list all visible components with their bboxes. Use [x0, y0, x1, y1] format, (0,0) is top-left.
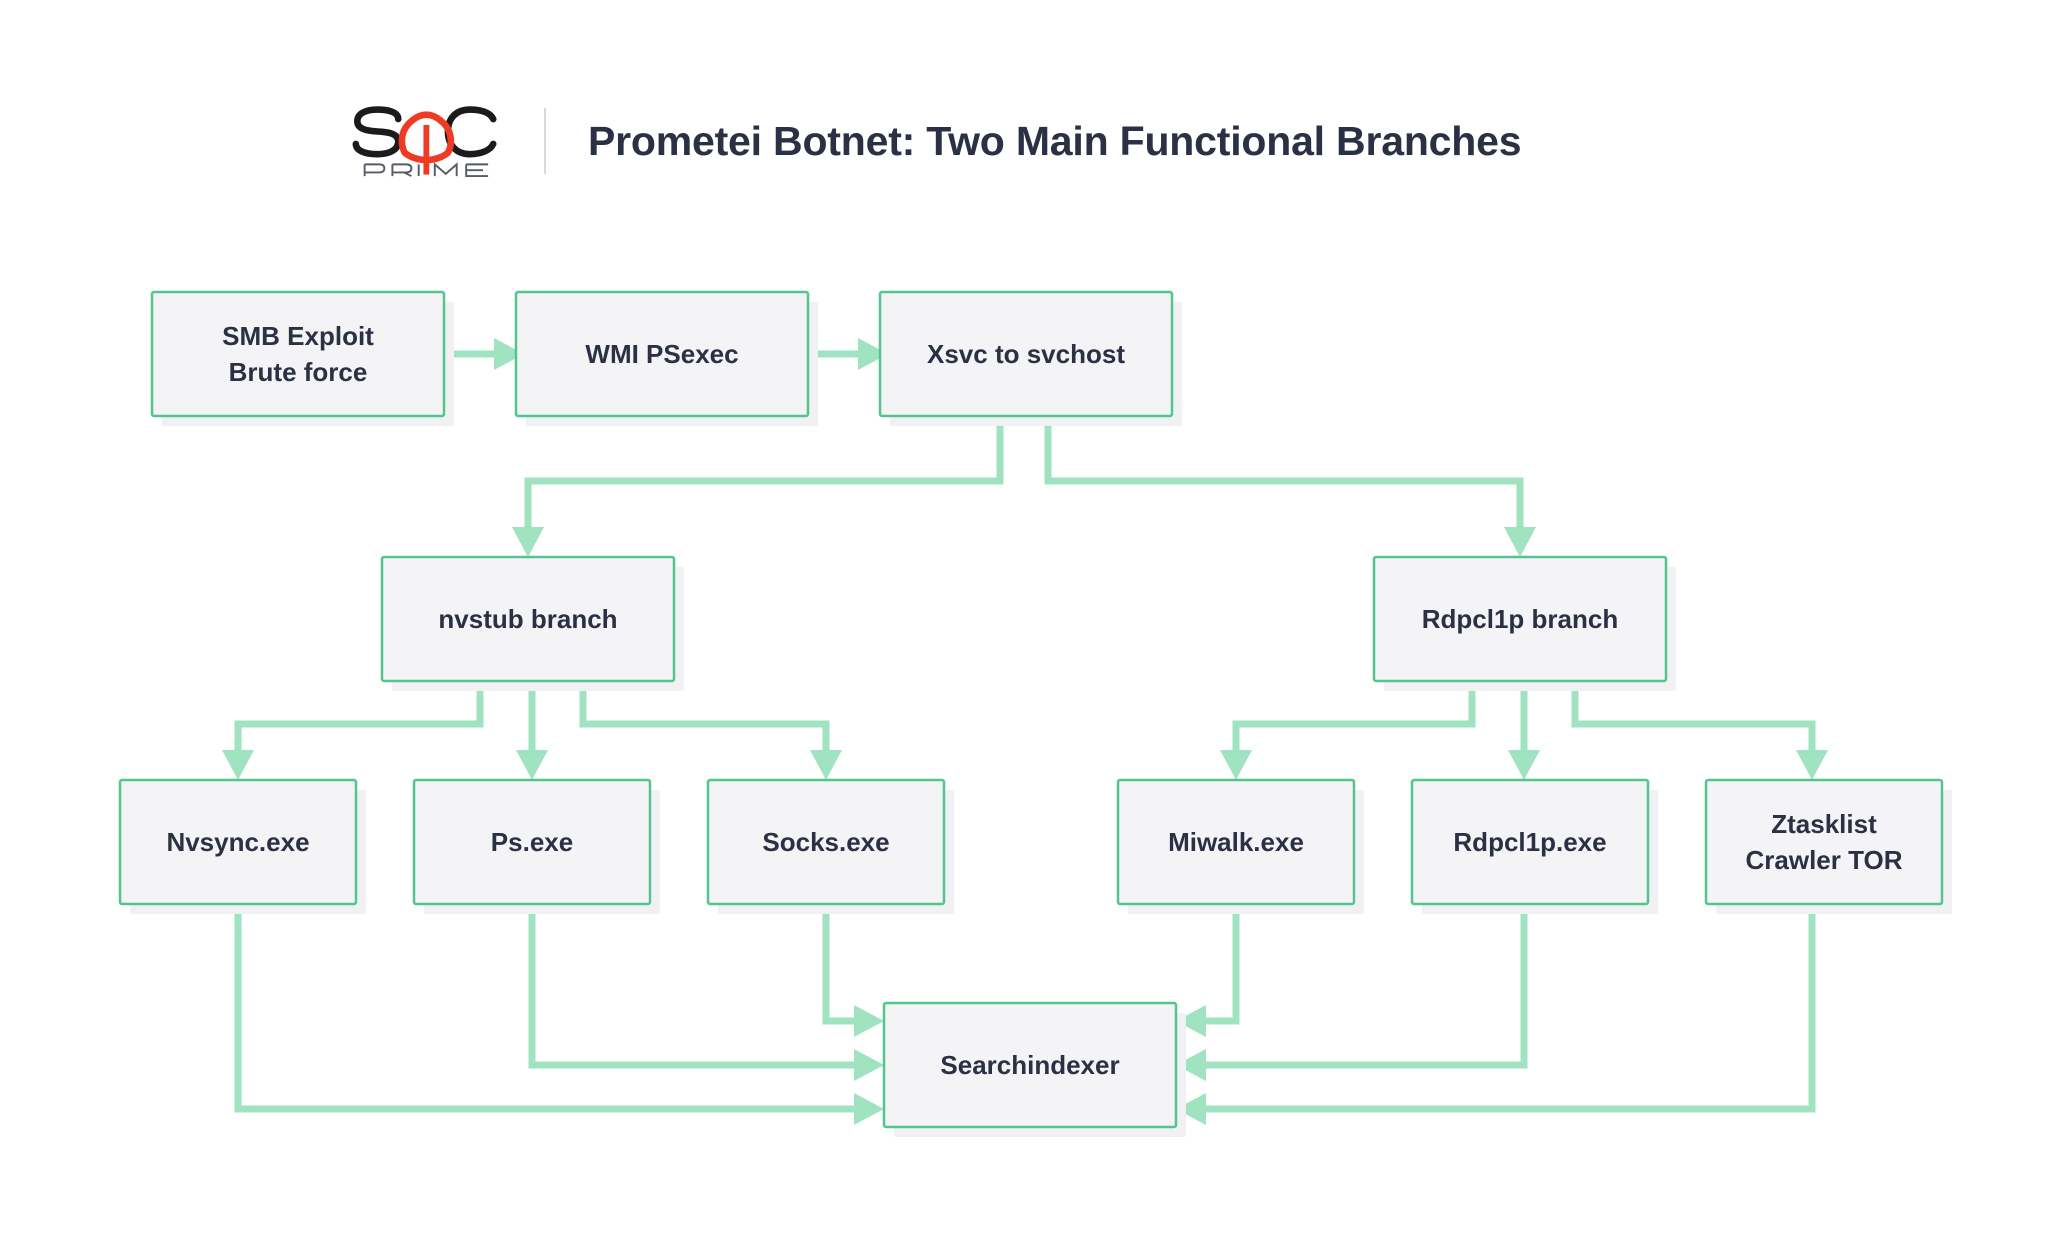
edge-xsvc-to-nvstub	[512, 416, 1004, 557]
node-label-rdpcl1p-exe: Rdpcl1p.exe	[1453, 827, 1606, 857]
page-title: Prometei Botnet: Two Main Functional Bra…	[588, 117, 1522, 164]
node-miwalk-exe[interactable]: Miwalk.exe	[1116, 778, 1364, 914]
edge-socks-to-searchindexer	[822, 904, 884, 1037]
edge-nvstub-to-ps	[516, 681, 548, 780]
node-label-wmi: WMI PSexec	[585, 339, 738, 369]
edge-ps-to-searchindexer	[528, 904, 884, 1081]
node-label-rdpcl1p-branch: Rdpcl1p branch	[1422, 604, 1618, 634]
node-label-nvsync: Nvsync.exe	[166, 827, 309, 857]
node-label-smb-line2: Brute force	[229, 357, 368, 387]
node-nvstub-branch[interactable]: nvstub branch	[380, 555, 684, 691]
node-ztasklist-crawler-tor[interactable]: Ztasklist Crawler TOR	[1704, 778, 1952, 914]
edge-rdpcl1p-branch-to-miwalk	[1220, 681, 1476, 780]
header: Prometei Botnet: Two Main Functional Bra…	[352, 96, 1522, 186]
node-label-socks: Socks.exe	[762, 827, 889, 857]
edge-nvstub-to-nvsync	[222, 681, 484, 780]
node-socks-exe[interactable]: Socks.exe	[706, 778, 954, 914]
soc-prime-logo	[352, 106, 497, 178]
edge-smb-to-wmi	[444, 338, 524, 370]
node-searchindexer[interactable]: Searchindexer	[882, 1001, 1186, 1137]
node-smb-exploit[interactable]: SMB Exploit Brute force	[150, 290, 454, 426]
edge-ztasklist-to-searchindexer	[1176, 904, 1816, 1125]
node-rdpcl1p-exe[interactable]: Rdpcl1p.exe	[1410, 778, 1658, 914]
edge-rdpcl1p-branch-to-ztasklist	[1571, 681, 1828, 780]
node-rdpcl1p-branch[interactable]: Rdpcl1p branch	[1372, 555, 1676, 691]
node-label-nvstub: nvstub branch	[438, 604, 617, 634]
connector-layer	[222, 338, 1828, 1125]
node-nvsync-exe[interactable]: Nvsync.exe	[118, 778, 366, 914]
node-ps-exe[interactable]: Ps.exe	[412, 778, 660, 914]
node-label-ztasklist-line1: Ztasklist	[1771, 809, 1877, 839]
header-divider	[544, 108, 546, 174]
edge-rdpcl1p-exe-to-searchindexer	[1176, 904, 1528, 1081]
node-wmi-psexec[interactable]: WMI PSexec	[514, 290, 818, 426]
node-xsvc-to-svchost[interactable]: Xsvc to svchost	[878, 290, 1182, 426]
node-label-ps: Ps.exe	[491, 827, 573, 857]
node-label-miwalk: Miwalk.exe	[1168, 827, 1304, 857]
edge-wmi-to-xsvc	[808, 338, 888, 370]
node-label-ztasklist-line2: Crawler TOR	[1745, 845, 1902, 875]
edge-miwalk-to-searchindexer	[1176, 904, 1240, 1037]
node-label-smb-line1: SMB Exploit	[222, 321, 374, 351]
node-label-xsvc: Xsvc to svchost	[927, 339, 1125, 369]
edge-xsvc-to-rdpcl1p-branch	[1044, 416, 1536, 557]
edge-nvsync-to-searchindexer	[234, 904, 884, 1125]
edge-rdpcl1p-branch-to-rdpcl1p-exe	[1508, 681, 1540, 780]
edge-nvstub-to-socks	[579, 681, 842, 780]
node-label-searchindexer: Searchindexer	[940, 1050, 1119, 1080]
